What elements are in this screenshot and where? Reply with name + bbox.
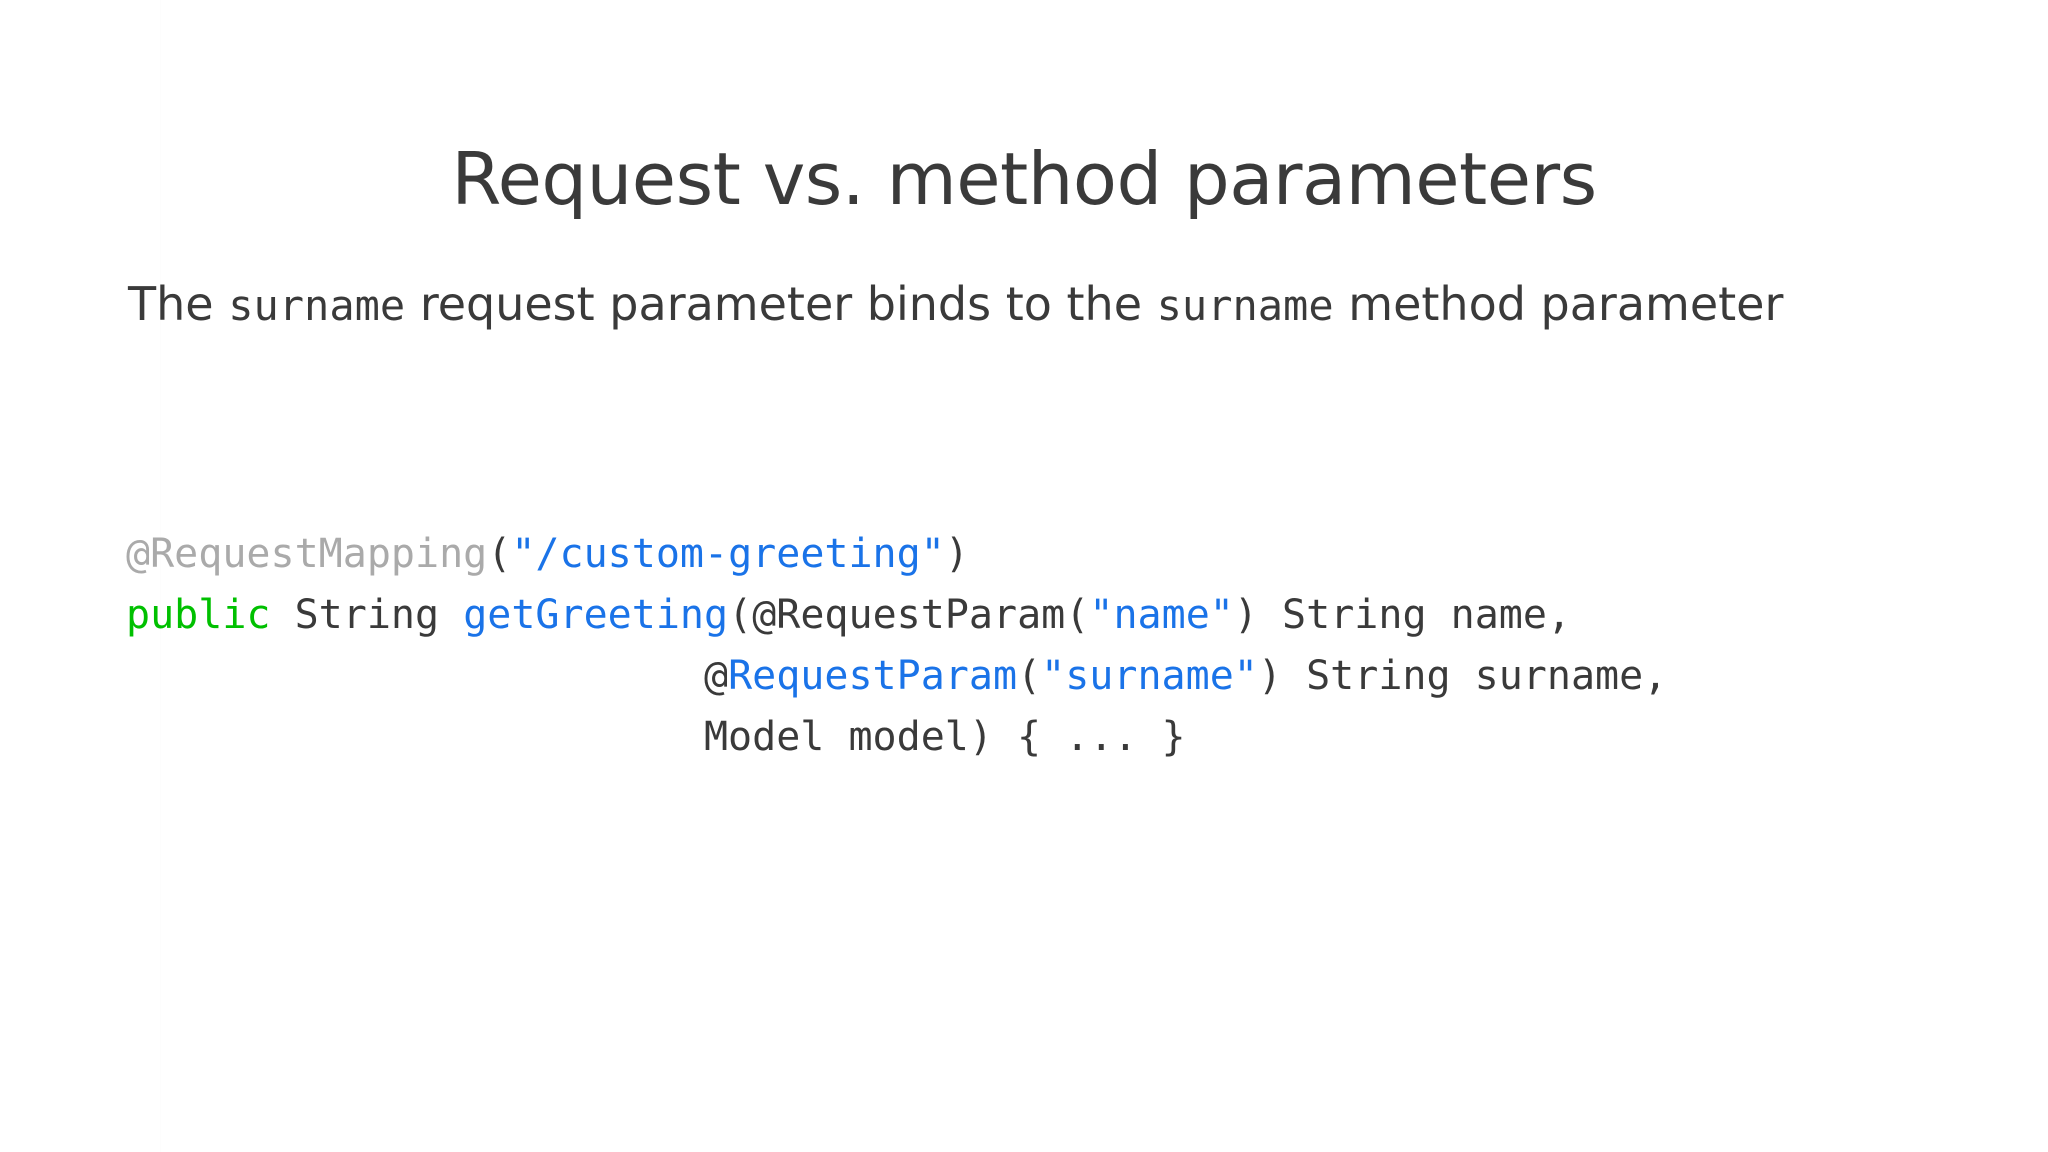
body-text-segment-1: The: [128, 277, 229, 331]
code-token-annotation-requestparam-surname: RequestParam: [728, 653, 1018, 699]
body-paragraph: The surname request parameter binds to t…: [128, 273, 1928, 336]
code-token-param-surname: String surname,: [1281, 653, 1668, 699]
code-line-1: @RequestMapping("/custom-greeting"): [126, 524, 1667, 585]
code-token-arg-paren-close: ): [1233, 592, 1258, 638]
code-token-string-surname: "surname": [1041, 653, 1258, 699]
code-block: @RequestMapping("/custom-greeting")publi…: [126, 524, 1667, 768]
body-text-segment-3: method: [1333, 277, 1526, 331]
code-indent-4: [126, 714, 704, 760]
code-token-annotation-requestparam-name: @RequestParam: [752, 592, 1066, 638]
code-line-4: Model model) { ... }: [126, 707, 1667, 768]
code-token-paren-open-2: (: [728, 592, 753, 638]
code-token-function-getgreeting: getGreeting: [463, 592, 729, 638]
code-token-paren-close: ): [944, 531, 969, 577]
code-token-paren-open: (: [487, 531, 512, 577]
inline-code-surname-request: surname: [228, 281, 406, 330]
code-token-paren-close-3: ): [1257, 653, 1282, 699]
code-token-type-string: String: [294, 592, 440, 638]
code-token-space-1: [271, 592, 295, 638]
code-token-string-name: "name": [1089, 592, 1234, 638]
code-line-2: public String getGreeting(@RequestParam(…: [126, 585, 1667, 646]
code-line-3: @RequestParam("surname") String surname,: [126, 646, 1667, 707]
code-indent-3: [126, 653, 704, 699]
inline-code-surname-method: surname: [1156, 281, 1334, 330]
code-token-annotation-requestmapping: @RequestMapping: [126, 531, 488, 577]
body-text-segment-2: request parameter binds to the: [405, 277, 1157, 331]
code-token-at-sign: @: [703, 653, 729, 699]
code-token-string-custom-greeting: "/custom-greeting": [511, 531, 945, 577]
body-text-segment-4: parameter: [1540, 277, 1784, 331]
code-token-model-body: Model model) { ... }: [703, 714, 1186, 760]
code-token-paren-open-3: (: [1017, 653, 1042, 699]
code-token-space-2: [439, 592, 463, 638]
page-title: Request vs. method parameters: [451, 137, 1597, 222]
code-token-param-name: String name,: [1257, 592, 1572, 638]
code-token-arg-paren-open: (: [1065, 592, 1090, 638]
code-token-keyword-public: public: [126, 592, 271, 638]
content-area-edge: [160, 0, 161, 1152]
